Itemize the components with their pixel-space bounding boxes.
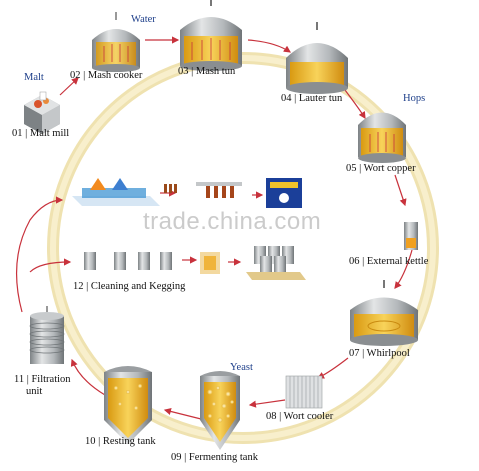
fermenting-tank-icon	[200, 371, 240, 450]
step-02-label: 02 | Mash cooker	[70, 70, 143, 81]
step-01-label: 01 | Malt mill	[12, 128, 70, 139]
hops-label: Hops	[403, 93, 426, 104]
resting-tank-icon	[104, 366, 152, 444]
step-05-label: 05 | Wort copper	[346, 163, 416, 174]
step-11-label-line2: unit	[26, 386, 43, 397]
step-06-label: 06 | External kettle	[349, 256, 429, 267]
step-10-label: 10 | Resting tank	[85, 436, 156, 447]
yeast-label: Yeast	[230, 362, 253, 373]
step-11-label-line1: 11 | Filtration	[14, 374, 71, 385]
malt-label: Malt	[24, 72, 44, 83]
bottling-line-icon	[72, 178, 302, 208]
mash-cooker-icon	[92, 12, 140, 72]
step-09-label: 09 | Fermenting tank	[171, 452, 258, 463]
wort-cooler-icon	[285, 375, 323, 409]
step-12-label: 12 | Cleaning and Kegging	[73, 281, 186, 292]
mash-tun-icon	[180, 0, 242, 71]
malt-mill-icon	[24, 91, 60, 134]
flow-arrows	[15, 36, 413, 421]
process-ring	[47, 52, 439, 444]
step-08-label: 08 | Wort cooler	[266, 411, 334, 422]
step-07-label: 07 | Whirlpool	[349, 348, 410, 359]
step-03-label: 03 | Mash tun	[178, 66, 236, 77]
watermark: trade.china.com	[143, 208, 322, 235]
water-label: Water	[131, 14, 156, 25]
whirlpool-icon	[350, 280, 418, 346]
step-04-label: 04 | Lauter tun	[281, 93, 343, 104]
wort-copper-icon	[358, 112, 406, 163]
external-kettle-icon	[404, 222, 418, 250]
lauter-tun-icon	[286, 22, 348, 94]
filtration-unit-icon	[29, 306, 65, 364]
kegging-line-icon	[84, 246, 306, 280]
